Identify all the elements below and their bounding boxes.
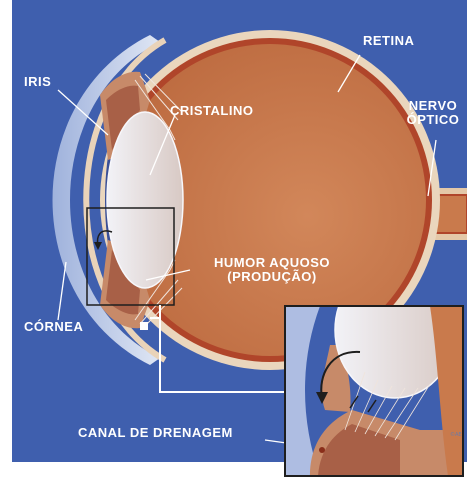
- label-humor-line2: (PRODUÇÃO): [188, 270, 356, 284]
- label-cornea: CÓRNEA: [24, 320, 83, 334]
- label-nervo-line1: NERVO: [403, 99, 463, 113]
- label-nervo-optico: NERVO ÓPTICO: [403, 99, 463, 127]
- label-canal-drenagem: CANAL DE DRENAGEM: [78, 426, 233, 440]
- lens-shape: [107, 112, 183, 288]
- label-nervo-line2: ÓPTICO: [403, 113, 463, 127]
- credit-mark: ©AE: [450, 432, 462, 438]
- label-cristalino: CRISTALINO: [170, 104, 253, 118]
- label-humor-aquoso: HUMOR AQUOSO (PRODUÇÃO): [188, 256, 356, 284]
- label-humor-line1: HUMOR AQUOSO: [188, 256, 356, 270]
- label-iris: IRIS: [24, 75, 51, 89]
- label-retina: RETINA: [363, 34, 414, 48]
